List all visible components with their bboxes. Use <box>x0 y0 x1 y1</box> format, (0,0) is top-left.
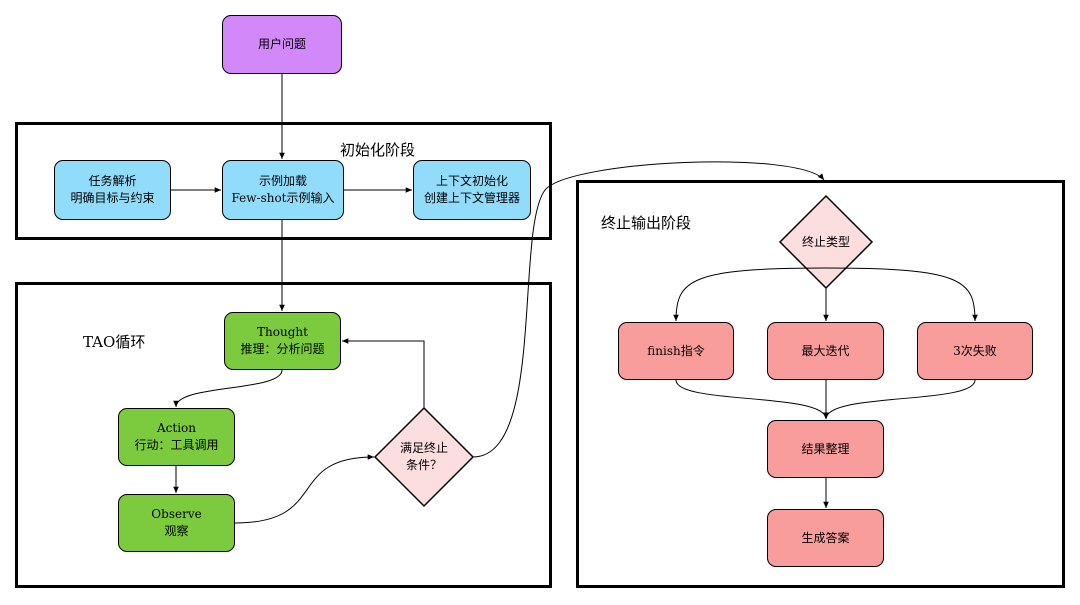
thought-detail: 推理：分析问题 <box>240 342 325 356</box>
edge-thought-to-action <box>173 369 283 408</box>
thought-node: Thought 推理：分析问题 <box>224 312 341 370</box>
action-detail: 行动：工具调用 <box>134 438 219 452</box>
observe-detail: 观察 <box>164 524 189 538</box>
example-load-node: 示例加载 Few-shot示例输入 <box>222 160 344 220</box>
observe-title: Observe <box>151 507 202 521</box>
observe-node: Observe 观察 <box>118 494 235 552</box>
edge-condition-back-to-thought <box>342 338 425 408</box>
generate-answer-node: 生成答案 <box>767 509 884 567</box>
user-question-node: 用户问题 <box>222 15 342 74</box>
task-parse-title: 任务解析 <box>88 174 137 188</box>
edge-finish-to-organize <box>675 379 829 420</box>
action-node: Action 行动：工具调用 <box>118 408 235 466</box>
three-failures-label: 3次失败 <box>953 343 997 358</box>
max-iterations-label: 最大迭代 <box>801 343 850 358</box>
termination-condition-line1: 满足终止 <box>399 441 448 455</box>
context-init-title: 上下文初始化 <box>435 174 508 188</box>
tao-loop-title: TAO循环 <box>83 333 146 351</box>
thought-title: Thought <box>257 325 308 339</box>
end-stage-title: 终止输出阶段 <box>601 214 692 232</box>
tao-loop-frame: TAO循环 <box>15 282 552 588</box>
task-parse-node: 任务解析 明确目标与约束 <box>54 160 171 220</box>
user-question-label: 用户问题 <box>257 37 306 51</box>
termination-type-label: 终止类型 <box>801 234 850 249</box>
termination-condition-label: 满足终止 条件？ <box>375 437 473 477</box>
organize-results-node: 结果整理 <box>767 420 884 478</box>
edge-condition-to-end-stage <box>472 161 825 458</box>
termination-condition-line2: 条件？ <box>405 458 442 472</box>
init-stage-title: 初始化阶段 <box>340 141 416 159</box>
finish-command-node: finish指令 <box>618 322 734 380</box>
edge-observe-to-condition <box>234 454 375 524</box>
finish-command-label: finish指令 <box>647 343 705 358</box>
action-title: Action <box>157 421 196 435</box>
edge-type-to-failures <box>825 267 978 322</box>
example-load-detail: Few-shot示例输入 <box>231 191 335 205</box>
edge-failures-to-organize <box>823 379 976 420</box>
context-init-node: 上下文初始化 创建上下文管理器 <box>413 160 531 220</box>
example-load-title: 示例加载 <box>258 174 307 188</box>
termination-condition-diamond <box>373 406 475 508</box>
context-init-detail: 创建上下文管理器 <box>423 191 520 205</box>
edge-type-to-finish <box>673 267 827 322</box>
generate-answer-label: 生成答案 <box>801 530 850 545</box>
organize-results-label: 结果整理 <box>801 441 850 456</box>
three-failures-node: 3次失败 <box>917 322 1033 380</box>
max-iterations-node: 最大迭代 <box>767 322 884 380</box>
task-parse-detail: 明确目标与约束 <box>70 191 155 205</box>
